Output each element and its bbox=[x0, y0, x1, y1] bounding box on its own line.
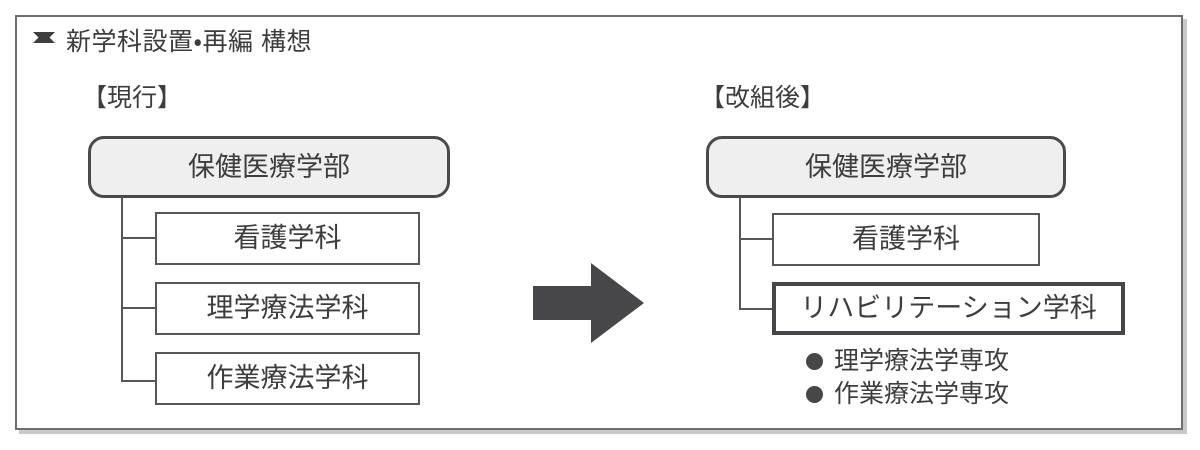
diamond-icon bbox=[33, 31, 55, 54]
current-parent-box: 保健医療学部 bbox=[88, 136, 450, 198]
after-department-rehabilitation: リハビリテーション学科 bbox=[772, 282, 1125, 335]
after-connector-stub-2 bbox=[739, 308, 774, 310]
list-item: 作業療法学専攻 bbox=[806, 378, 1009, 411]
after-department-rehabilitation-label: リハビリテーション学科 bbox=[800, 293, 1097, 323]
current-department-nursing-label: 看護学科 bbox=[233, 223, 342, 253]
current-department-physical-therapy-label: 理学療法学科 bbox=[206, 293, 369, 323]
after-connector-stub-1 bbox=[739, 238, 774, 240]
current-parent-label: 保健医療学部 bbox=[188, 151, 350, 182]
right-arrow-icon bbox=[533, 263, 644, 343]
column-heading-current: 【現行】 bbox=[82, 84, 183, 112]
after-department-nursing: 看護学科 bbox=[772, 213, 1040, 266]
after-majors-list: 理学療法学専攻 作業療法学専攻 bbox=[806, 345, 1009, 411]
after-department-nursing-label: 看護学科 bbox=[852, 224, 960, 254]
after-parent-box: 保健医療学部 bbox=[706, 136, 1066, 198]
after-parent-label: 保健医療学部 bbox=[805, 151, 967, 182]
column-heading-after: 【改組後】 bbox=[700, 84, 826, 112]
current-connector-stub-1 bbox=[121, 237, 157, 239]
page-title: 新学科設置・再編 構想 bbox=[33, 30, 312, 55]
bullet-dot-icon bbox=[806, 386, 823, 403]
after-major-physical-therapy-label: 理学療法学専攻 bbox=[834, 347, 1010, 375]
current-department-physical-therapy: 理学療法学科 bbox=[155, 282, 420, 335]
current-department-occupational-therapy: 作業療法学科 bbox=[155, 352, 420, 405]
current-connector-stub-2 bbox=[121, 307, 157, 309]
current-connector-stub-3 bbox=[121, 380, 157, 382]
after-major-occupational-therapy-label: 作業療法学専攻 bbox=[834, 380, 1010, 408]
page-title-text: 新学科設置・再編 構想 bbox=[66, 28, 312, 56]
after-connector-trunk bbox=[739, 197, 741, 310]
current-connector-trunk bbox=[121, 197, 123, 382]
current-department-occupational-therapy-label: 作業療法学科 bbox=[206, 363, 369, 393]
current-department-nursing: 看護学科 bbox=[155, 212, 420, 265]
bullet-dot-icon bbox=[806, 353, 823, 370]
list-item: 理学療法学専攻 bbox=[806, 345, 1009, 378]
